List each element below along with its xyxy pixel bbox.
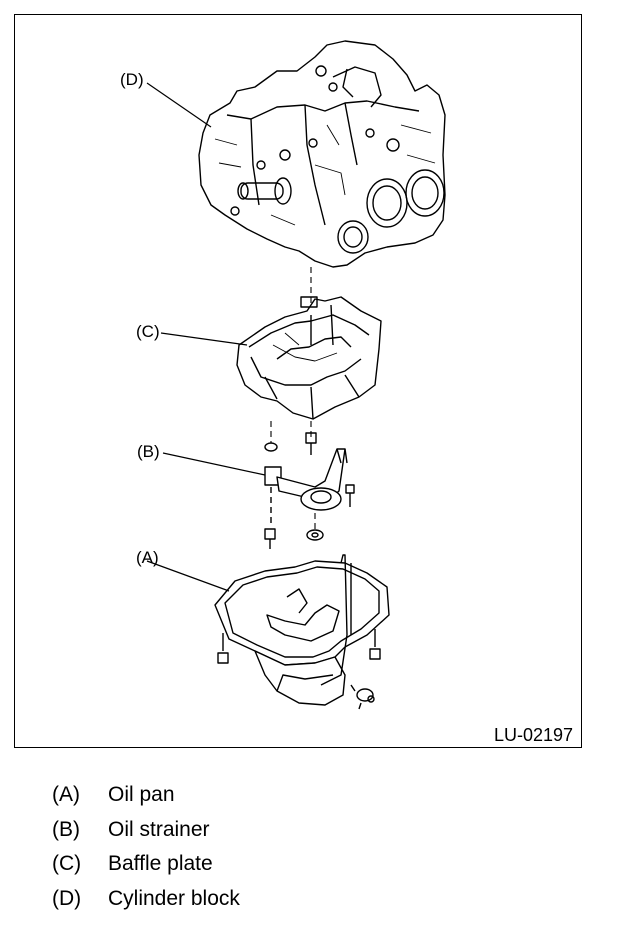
legend-item-baffle-plate: (C) Baffle plate	[52, 847, 572, 882]
legend-text: Cylinder block	[108, 886, 240, 910]
parts-legend: (A) Oil pan (B) Oil strainer (C) Baffle …	[52, 778, 572, 916]
legend-item-cylinder-block: (D) Cylinder block	[52, 882, 572, 917]
callout-label-a: (A)	[136, 548, 159, 567]
baffle-plate-drawing	[236, 296, 382, 420]
exploded-view-drawing: (D) (C) (B) (A) LU-02197	[120, 40, 573, 745]
figure-id-label: LU-02197	[494, 725, 573, 745]
callout-label-d: (D)	[120, 70, 144, 89]
legend-text: Oil pan	[108, 783, 175, 806]
leader-line-c	[160, 332, 248, 346]
legend-text: Oil strainer	[108, 817, 210, 841]
legend-key: (B)	[52, 817, 80, 841]
oil-strainer-drawing	[264, 432, 355, 549]
cylinder-block-drawing	[198, 40, 446, 268]
leader-line-b	[162, 452, 266, 476]
callout-label-c: (C)	[136, 322, 160, 341]
legend-text: Baffle plate	[108, 852, 213, 875]
legend-key: (C)	[52, 852, 82, 875]
legend-item-oil-strainer: (B) Oil strainer	[52, 813, 572, 848]
exploded-view-figure: (D) (C) (B) (A) LU-02197	[14, 14, 582, 748]
callout-label-b: (B)	[137, 442, 160, 461]
legend-item-oil-pan: (A) Oil pan	[52, 778, 572, 813]
leader-line-d	[146, 82, 212, 128]
leader-line-a	[146, 560, 230, 592]
legend-key: (A)	[52, 783, 80, 806]
oil-pan-drawing	[214, 529, 390, 710]
legend-key: (D)	[52, 886, 82, 910]
